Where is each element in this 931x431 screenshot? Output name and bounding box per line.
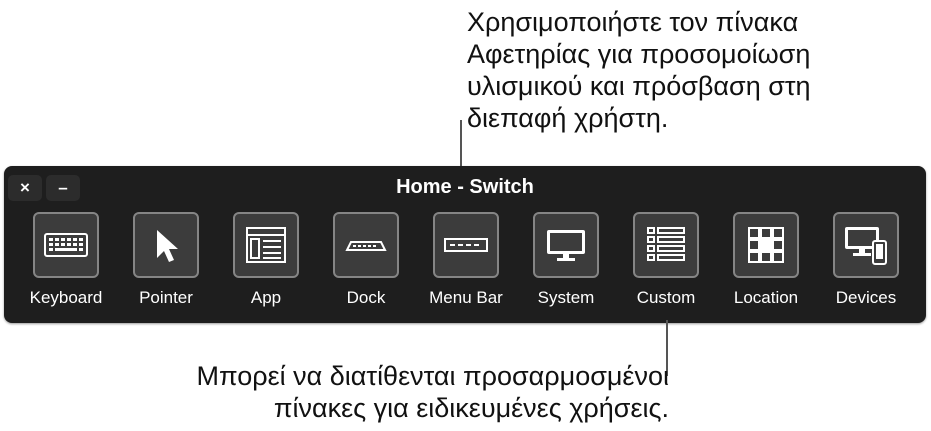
panel-title: Home - Switch: [396, 176, 534, 198]
monitor-icon: [547, 230, 585, 261]
callout-custom-panels: Μπορεί να διατίθενται προσαρμοσμένοι πίν…: [197, 360, 670, 424]
tool-devices-button[interactable]: Devices: [821, 212, 911, 312]
dock-icon: [345, 241, 387, 251]
close-button[interactable]: ×: [8, 175, 42, 201]
tool-dock-button[interactable]: Dock: [321, 212, 411, 312]
close-icon: ×: [20, 178, 30, 197]
tool-label: Menu Bar: [429, 288, 503, 307]
callout-leader-line: [460, 120, 462, 166]
tool-custom-button[interactable]: Custom: [621, 212, 711, 312]
callout-line: πίνακες για ειδικευμένες χρήσεις.: [273, 393, 669, 423]
location-grid-icon: [748, 227, 784, 263]
tool-label: Dock: [346, 288, 386, 307]
tool-location-button[interactable]: Location: [721, 212, 811, 312]
devices-icon: [845, 227, 887, 265]
callout-line: Μπορεί να διατίθενται προσαρμοσμένοι: [196, 361, 670, 391]
tool-label: App: [250, 288, 282, 307]
tool-label: System: [537, 288, 595, 307]
tool-label: Custom: [636, 288, 696, 307]
tool-keyboard-button[interactable]: Keyboard: [21, 212, 111, 312]
tool-menu-bar-button[interactable]: Menu Bar: [421, 212, 511, 312]
custom-list-icon: [647, 227, 685, 261]
app-window-icon: [246, 227, 286, 263]
tool-system-button[interactable]: System: [521, 212, 611, 312]
menu-bar-icon: [444, 238, 488, 252]
tool-pointer-button[interactable]: Pointer: [121, 212, 211, 312]
callout-leader-line: [666, 320, 668, 376]
callout-line: διεπαφή χρήστη.: [467, 103, 669, 133]
callout-line: υλισμικού και πρόσβαση στη: [467, 71, 811, 101]
home-switch-panel: × – Home - Switch Keyboard Pointer: [4, 166, 926, 323]
tool-label: Pointer: [139, 288, 193, 307]
callout-line: Αφετηρίας για προσομοίωση: [467, 39, 811, 69]
tool-label: Devices: [835, 288, 897, 307]
minimize-button[interactable]: –: [46, 175, 80, 201]
keyboard-icon: [44, 233, 88, 257]
minimize-icon: –: [58, 178, 68, 197]
pointer-arrow-icon: [157, 230, 178, 262]
callout-line: Χρησιμοποιήστε τον πίνακα: [467, 7, 799, 37]
tool-label: Keyboard: [29, 288, 103, 307]
tool-label: Location: [733, 288, 799, 307]
tool-app-button[interactable]: App: [221, 212, 311, 312]
callout-home-panel: Χρησιμοποιήστε τον πίνακα Αφετηρίας για …: [467, 6, 811, 134]
